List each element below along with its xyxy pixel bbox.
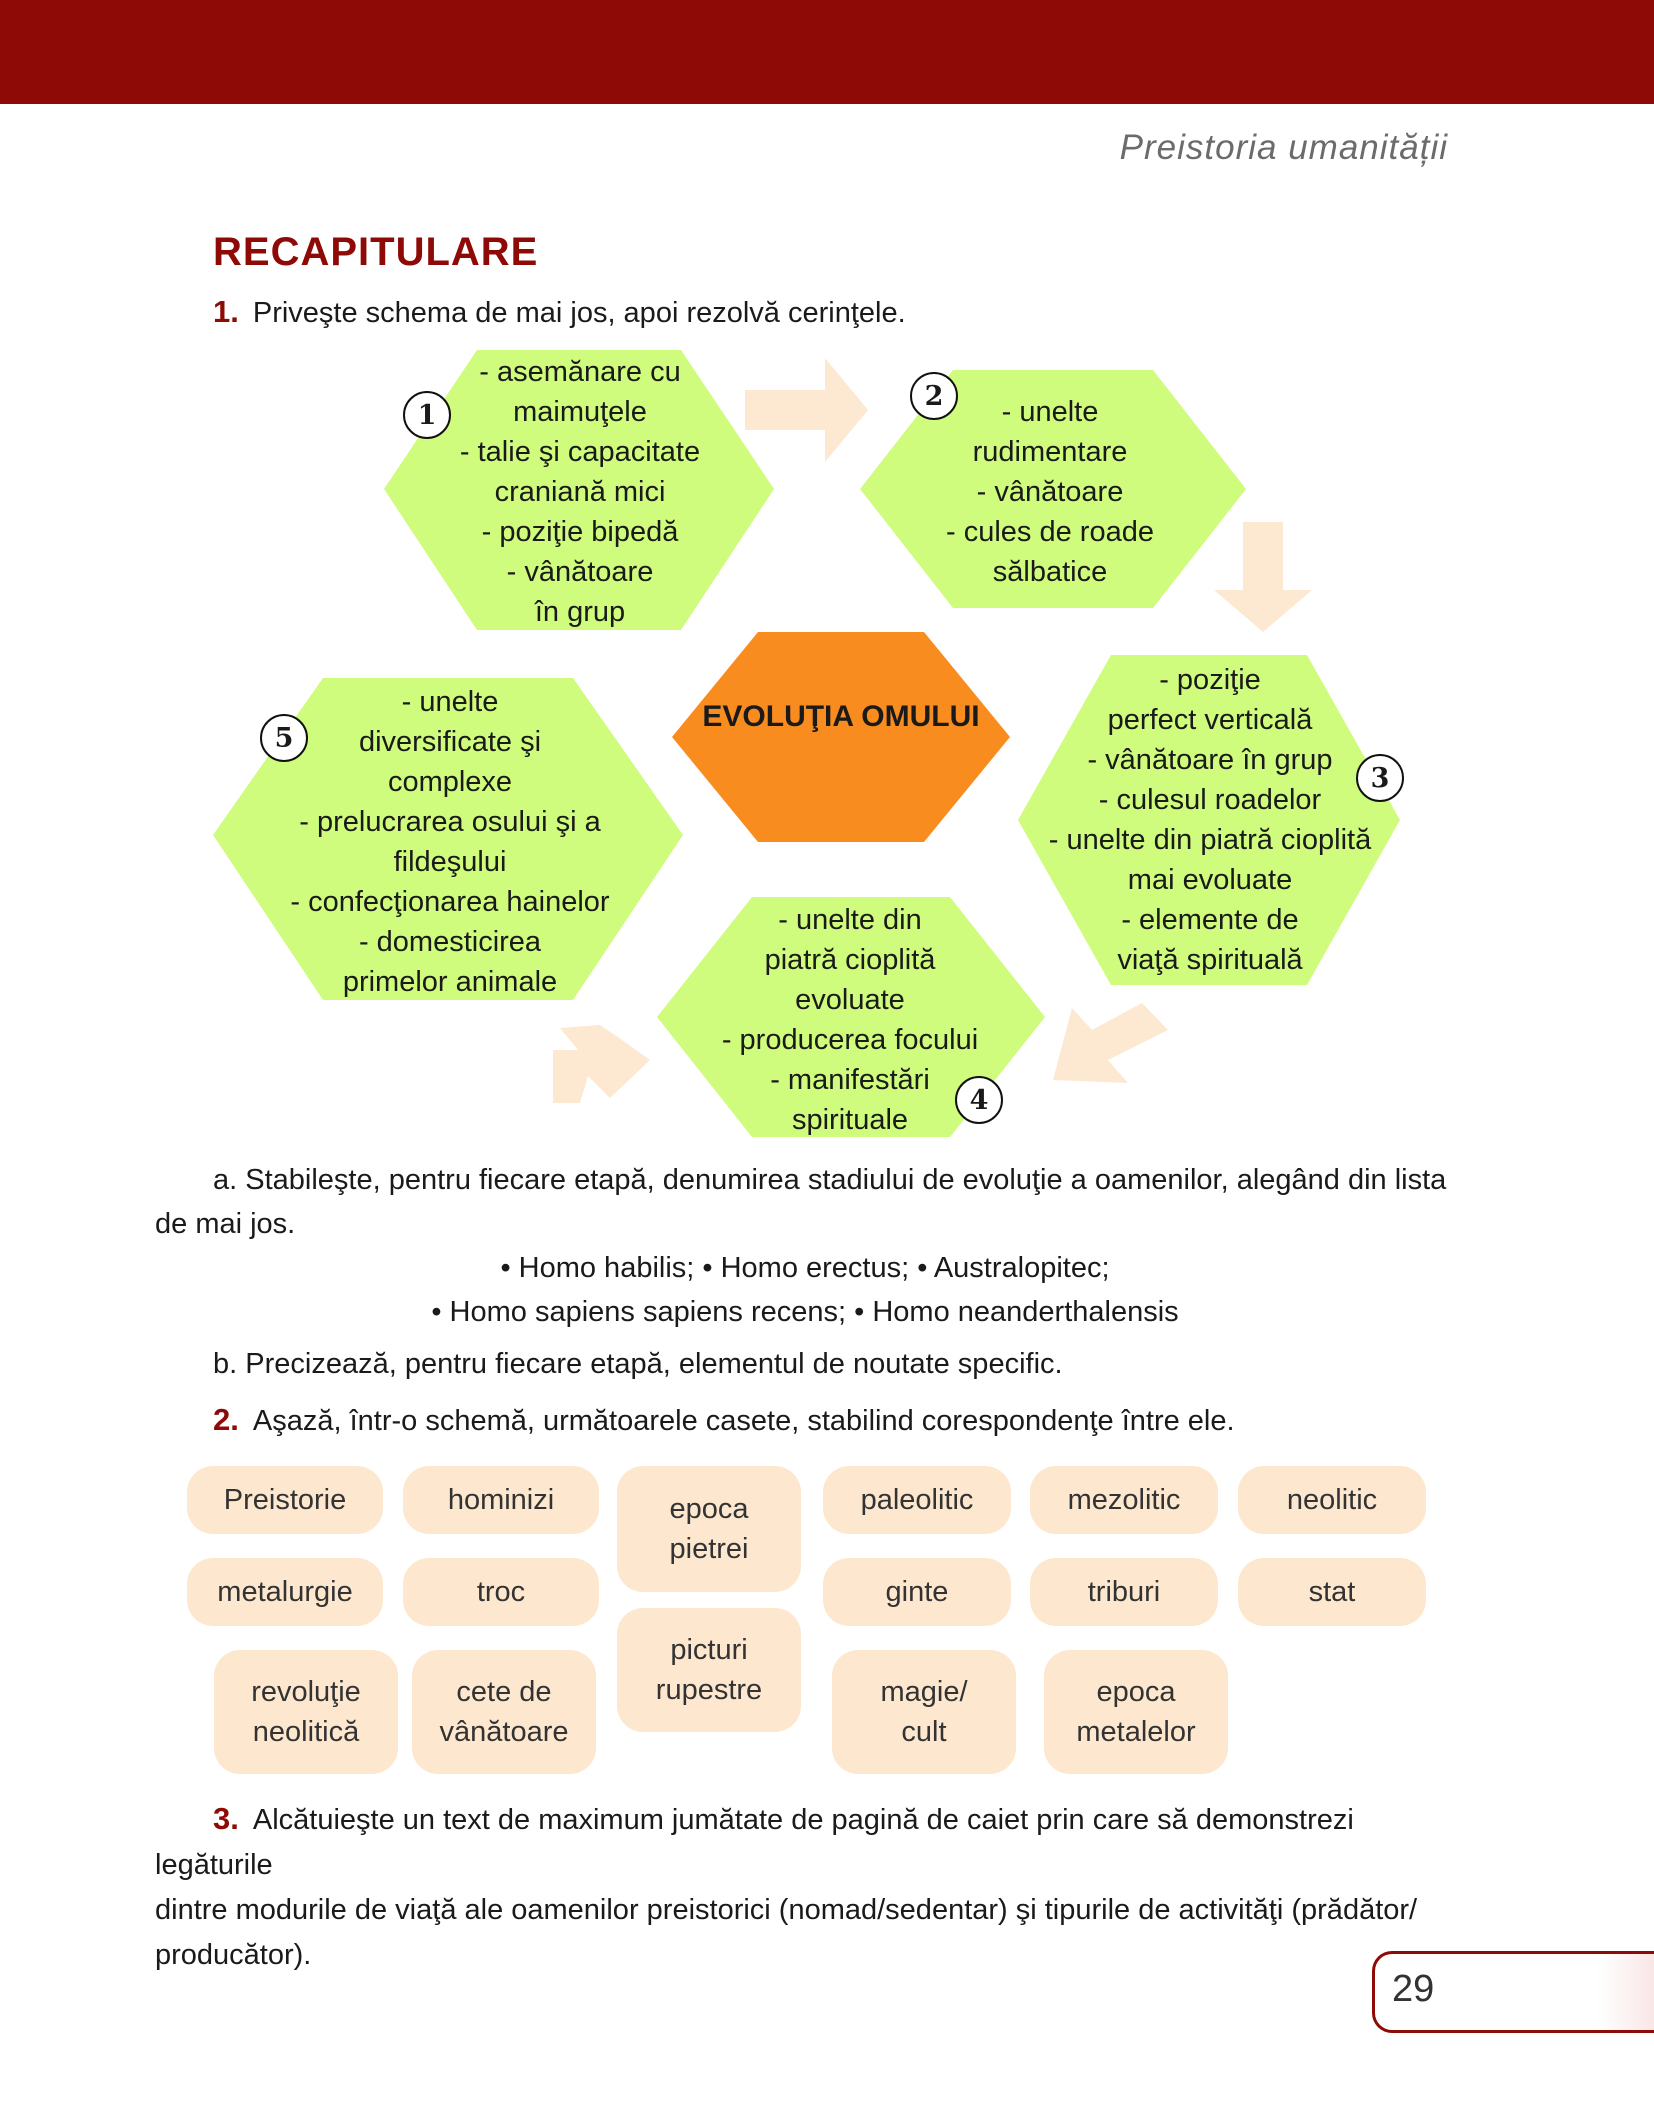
box-paleolitic: paleolitic — [823, 1466, 1011, 1534]
task-2-number: 2. — [213, 1402, 239, 1437]
stage-4-badge: 4 — [955, 1076, 1003, 1124]
options-line-1: • Homo habilis; • Homo erectus; • Austra… — [500, 1252, 1110, 1284]
box-preistorie: Preistorie — [187, 1466, 383, 1534]
task-2: 2. Aşază, într-o schemă, următoarele case… — [213, 1400, 1235, 1441]
page-number: 29 — [1392, 1968, 1435, 2010]
arrow-4-to-5 — [553, 1025, 650, 1103]
center-label: EVOLUŢIA OMULUI — [702, 700, 980, 733]
top-color-bar — [0, 0, 1654, 104]
box-ginte: ginte — [823, 1558, 1011, 1626]
box-hominizi: hominizi — [403, 1466, 599, 1534]
box-epoca-pietrei: epoca pietrei — [617, 1466, 801, 1592]
stage-1-hexagon — [384, 350, 774, 630]
box-epoca-metalelor: epoca metalelor — [1044, 1650, 1228, 1774]
box-triburi: triburi — [1030, 1558, 1218, 1626]
stage-2-hexagon — [860, 370, 1246, 608]
options-line-2: • Homo sapiens sapiens recens; • Homo ne… — [431, 1296, 1179, 1328]
stage-3-hexagon — [1018, 655, 1400, 985]
box-neolitic: neolitic — [1238, 1466, 1426, 1534]
task-1-text: Priveşte schema de mai jos, apoi rezolvă… — [252, 297, 906, 329]
box-magie-cult: magie/ cult — [832, 1650, 1016, 1774]
box-revolutie-neolitica: revoluţie neolitică — [214, 1650, 398, 1774]
stage-3-badge: 3 — [1356, 754, 1404, 802]
stage-2-badge: 2 — [910, 372, 958, 420]
box-troc: troc — [403, 1558, 599, 1626]
box-metalurgie: metalurgie — [187, 1558, 383, 1626]
box-picturi-rupestre: picturi rupestre — [617, 1608, 801, 1732]
stage-4-hexagon — [657, 897, 1045, 1137]
task-1-number: 1. — [213, 294, 239, 329]
task-2-text: Aşază, într-o schemă, următoarele casete… — [252, 1405, 1235, 1437]
center-hexagon — [672, 632, 1010, 842]
task-1: 1. Priveşte schema de mai jos, apoi rezol… — [213, 292, 906, 333]
stage-5-hexagon — [213, 678, 683, 1000]
task-3-number: 3. — [213, 1801, 239, 1836]
evolution-diagram — [213, 350, 1400, 1137]
arrow-3-to-4 — [1053, 1003, 1168, 1083]
section-heading: RECAPITULARE — [213, 230, 539, 274]
box-stat: stat — [1238, 1558, 1426, 1626]
task-1b: b. Precizează, pentru fiecare etapă, ele… — [213, 1348, 1063, 1380]
stage-5-badge: 5 — [260, 714, 308, 762]
box-cete-de-vanatoare: cete de vânătoare — [412, 1650, 596, 1774]
box-mezolitic: mezolitic — [1030, 1466, 1218, 1534]
stage-1-badge: 1 — [403, 391, 451, 439]
running-title: Preistoria umanității — [1119, 128, 1448, 167]
task-3: 3.Alcătuieşte un text de maximum jumătat… — [155, 1801, 1418, 1971]
task-1a: a. Stabileşte, pentru fiecare etapă, den… — [155, 1164, 1447, 1240]
arrow-2-to-3 — [1214, 522, 1312, 632]
page-number-tab — [1372, 1951, 1654, 2033]
arrow-1-to-2 — [745, 358, 868, 462]
